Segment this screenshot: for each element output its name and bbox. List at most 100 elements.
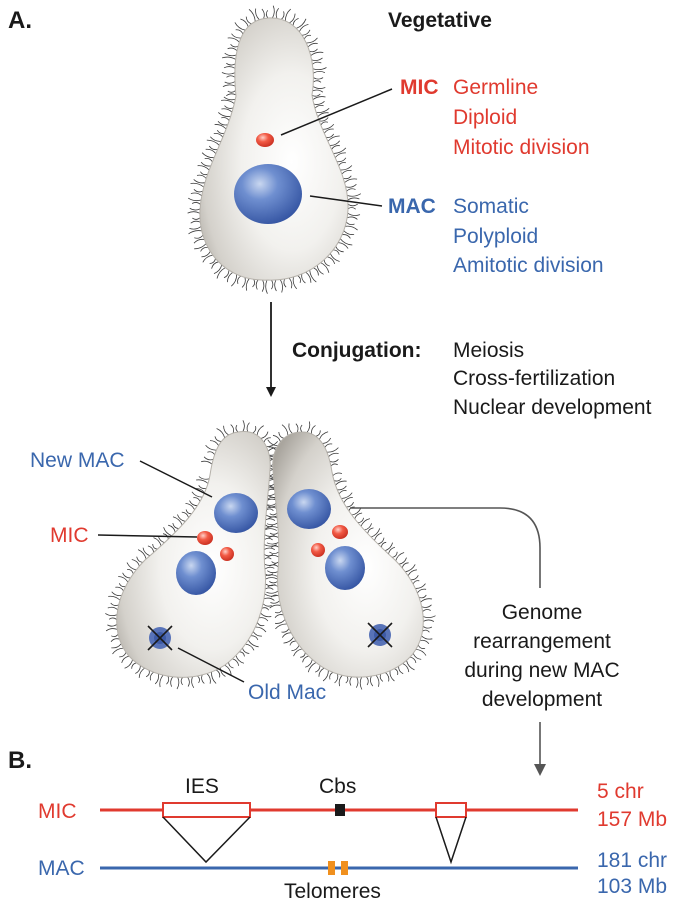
cilium xyxy=(381,541,387,548)
cilium xyxy=(300,424,303,433)
cilium xyxy=(265,518,276,521)
cilium xyxy=(289,640,297,646)
cilium xyxy=(346,188,356,192)
cilium xyxy=(255,8,260,20)
cilium xyxy=(266,522,278,526)
cilium xyxy=(269,551,280,554)
cilium xyxy=(240,18,249,27)
cilium xyxy=(329,672,334,680)
cilium xyxy=(311,425,316,434)
cilium xyxy=(118,576,129,583)
cbs-label: Cbs xyxy=(319,775,356,798)
cilium xyxy=(335,480,347,486)
cilium xyxy=(105,613,118,616)
cilium xyxy=(328,452,339,457)
cilium xyxy=(281,424,289,436)
cilium xyxy=(345,675,349,684)
cilium xyxy=(149,671,154,681)
rearrangement-connector xyxy=(350,507,541,588)
cilium xyxy=(264,566,275,570)
cilium xyxy=(329,253,340,262)
cilium xyxy=(268,516,278,520)
cilium xyxy=(407,569,417,576)
cilium xyxy=(302,655,309,663)
cilium xyxy=(265,10,269,19)
cilium xyxy=(278,431,285,439)
cilium xyxy=(138,667,145,678)
cilium xyxy=(422,615,436,619)
cilium xyxy=(312,67,327,71)
cilium xyxy=(221,99,235,104)
cilium xyxy=(295,423,299,433)
cilium xyxy=(223,270,230,279)
cilium xyxy=(131,559,140,567)
mac-stat-size: 103 Mb xyxy=(597,875,667,898)
old-mac-label: Old Mac xyxy=(248,681,326,704)
cilium xyxy=(119,652,127,658)
cilium xyxy=(111,643,122,649)
cilium xyxy=(410,575,419,581)
cilium xyxy=(180,677,184,686)
cilium xyxy=(326,447,339,453)
cilium xyxy=(224,105,234,109)
cilium xyxy=(326,133,335,138)
cilium xyxy=(275,8,280,19)
cilium xyxy=(406,660,415,671)
cilium xyxy=(168,524,176,533)
cilium xyxy=(203,456,214,461)
cilium xyxy=(187,676,190,687)
cilium xyxy=(357,517,364,524)
cilium xyxy=(329,459,339,463)
mic-stat-size: 157 Mb xyxy=(597,808,667,831)
cilium xyxy=(265,526,279,529)
cilium xyxy=(307,662,317,673)
cilium xyxy=(232,658,240,666)
cilium xyxy=(327,256,336,265)
cilium xyxy=(417,644,426,649)
rearrangement-line-3: during new MAC xyxy=(464,659,619,682)
ies-excision-lines-2 xyxy=(435,816,467,865)
cilium xyxy=(346,502,354,508)
cilium xyxy=(385,672,390,682)
ies-excision-lines-1 xyxy=(162,816,251,864)
cilium xyxy=(162,533,169,540)
cilium xyxy=(311,57,323,61)
cilium xyxy=(323,259,330,267)
mac-prop-somatic: Somatic xyxy=(453,195,529,218)
cilium xyxy=(112,647,124,655)
cilium xyxy=(181,511,189,518)
cilium xyxy=(343,230,355,235)
cilium xyxy=(256,425,264,436)
cilium xyxy=(296,18,307,29)
cilium xyxy=(420,639,430,645)
cilium xyxy=(338,490,347,495)
cilium xyxy=(267,496,276,500)
cilium xyxy=(320,121,329,126)
cilium xyxy=(271,561,279,564)
cilium xyxy=(272,5,275,19)
cilium xyxy=(255,626,267,633)
conjugating-pair xyxy=(105,420,436,690)
cilium xyxy=(331,145,340,150)
vegetative-mac-nucleus xyxy=(234,164,302,224)
cilium xyxy=(206,139,220,146)
cilium xyxy=(309,270,317,283)
cilium xyxy=(213,264,223,274)
cilium xyxy=(198,476,210,480)
cilium xyxy=(191,676,195,689)
cilium xyxy=(318,667,325,677)
cilium xyxy=(216,129,225,134)
cilium xyxy=(235,424,239,433)
cilium xyxy=(231,33,242,39)
cilium xyxy=(189,207,201,211)
cilium xyxy=(272,434,281,442)
cilium xyxy=(189,226,202,230)
cilium xyxy=(422,609,431,612)
cilium xyxy=(422,625,433,629)
cilium xyxy=(234,22,246,31)
cilium xyxy=(137,549,147,560)
cilium xyxy=(163,527,172,537)
cilium xyxy=(105,628,118,632)
cilium xyxy=(266,542,279,545)
cilium xyxy=(345,225,358,231)
